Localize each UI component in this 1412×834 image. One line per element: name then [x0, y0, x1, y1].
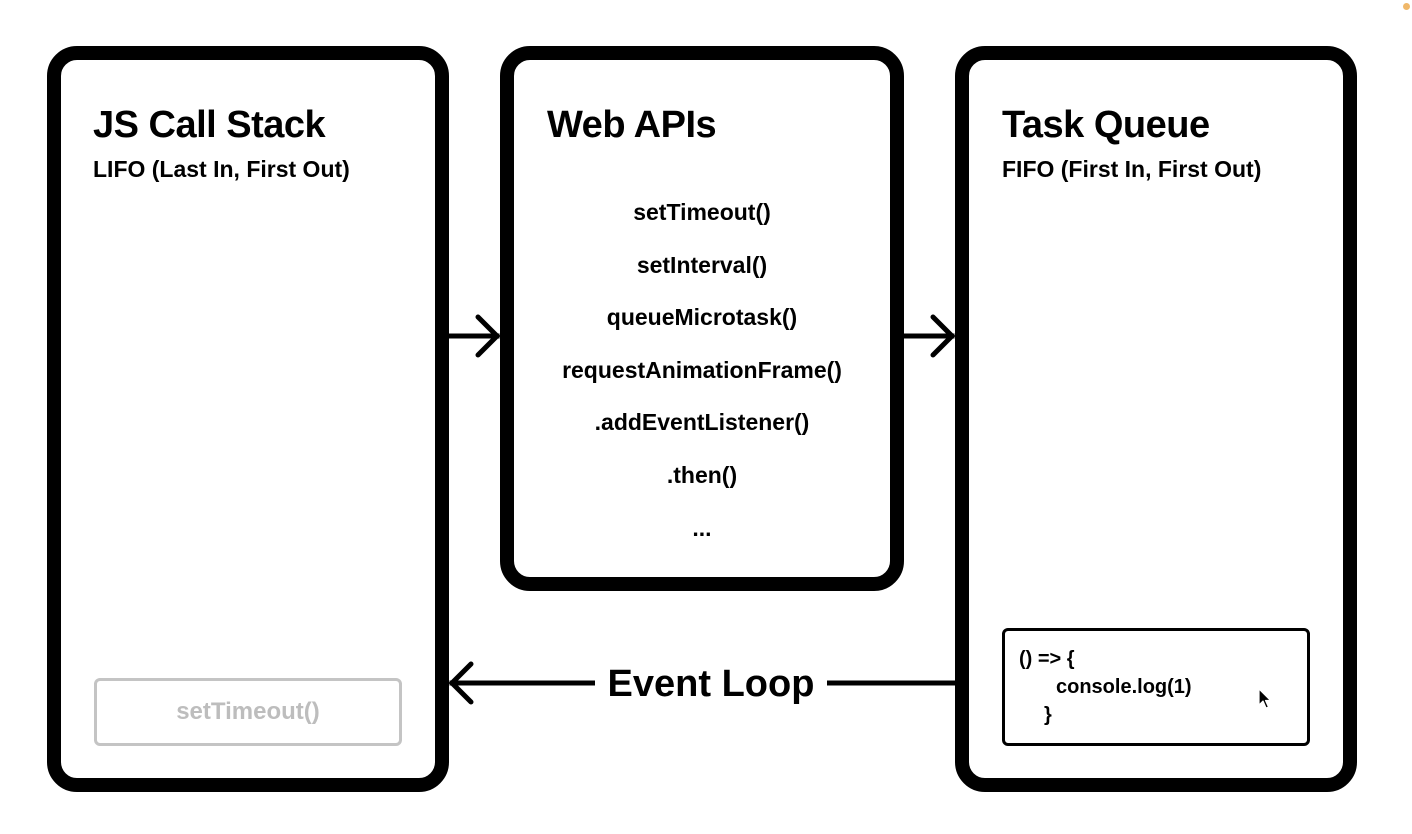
- queued-callback: () => { console.log(1) }: [1002, 628, 1310, 746]
- webapis-to-queue-arrow: [901, 314, 956, 358]
- task-queue-panel: Task Queue FIFO (First In, First Out) ()…: [955, 46, 1357, 792]
- web-apis-title: Web APIs: [547, 104, 717, 146]
- call-stack-subtitle: LIFO (Last In, First Out): [93, 156, 350, 182]
- callback-line-body: console.log(1): [1056, 676, 1192, 698]
- mouse-cursor-icon: [1258, 688, 1272, 709]
- call-stack-panel: JS Call Stack LIFO (Last In, First Out) …: [47, 46, 449, 792]
- web-api-item: setInterval(): [636, 251, 768, 278]
- web-apis-list: setTimeout() setInterval() queueMicrotas…: [514, 186, 890, 554]
- call-stack-frame: setTimeout(): [94, 678, 402, 746]
- callback-line-close: }: [1044, 704, 1052, 726]
- corner-indicator-dot: [1403, 3, 1410, 10]
- web-api-item: queueMicrotask(): [606, 304, 798, 331]
- task-queue-title: Task Queue: [1002, 104, 1210, 146]
- web-api-item: setTimeout(): [633, 199, 771, 225]
- call-stack-title: JS Call Stack: [93, 104, 326, 146]
- web-api-item: requestAnimationFrame(): [562, 356, 842, 383]
- web-apis-panel: Web APIs setTimeout() setInterval() queu…: [500, 46, 904, 591]
- web-api-item: .addEventListener(): [594, 409, 810, 436]
- callback-line-open: () => {: [1019, 648, 1075, 670]
- event-loop-label: Event Loop: [595, 656, 827, 712]
- web-api-ellipsis: ...: [692, 514, 712, 541]
- stack-to-webapis-arrow: [446, 314, 501, 358]
- task-queue-subtitle: FIFO (First In, First Out): [1002, 156, 1262, 182]
- web-api-item: .then(): [666, 461, 738, 488]
